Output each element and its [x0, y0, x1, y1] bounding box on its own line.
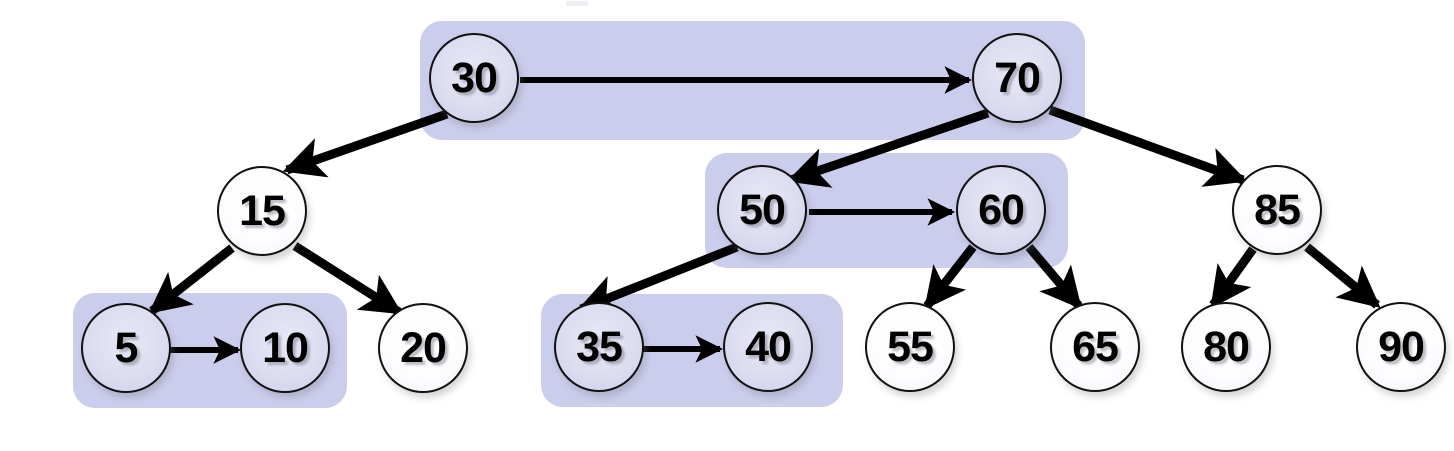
tree-node-label: 80	[1203, 322, 1250, 371]
tree-node-label: 10	[262, 323, 309, 372]
tree-node-50[interactable]: 50	[717, 165, 807, 255]
faint-artifact-mark	[566, 1, 588, 6]
tree-node-label: 50	[739, 185, 786, 234]
tree-edge-70-to-85	[1048, 105, 1248, 187]
tree-node-label: 40	[745, 322, 792, 371]
tree-edge-85-to-90	[1304, 243, 1381, 309]
tree-node-20[interactable]: 20	[378, 303, 468, 393]
tree-node-label: 5	[114, 323, 139, 372]
tree-node-40[interactable]: 40	[723, 302, 813, 392]
tree-node-70[interactable]: 70	[972, 33, 1062, 123]
tree-node-35[interactable]: 35	[554, 302, 644, 392]
tree-node-label: 55	[887, 322, 934, 371]
tree-node-label: 30	[451, 53, 498, 102]
tree-node-90[interactable]: 90	[1356, 302, 1446, 392]
tree-node-label: 90	[1378, 322, 1425, 371]
tree-edge-70-to-50	[786, 108, 990, 188]
tree-node-60[interactable]: 60	[956, 165, 1046, 255]
tree-node-85[interactable]: 85	[1232, 165, 1322, 255]
tree-edge-50-to-35	[576, 242, 739, 315]
tree-node-label: 70	[994, 53, 1041, 102]
tree-edge-15-to-5	[148, 244, 235, 315]
tree-node-label: 60	[978, 185, 1025, 234]
tree-node-10[interactable]: 10	[240, 303, 330, 393]
tree-node-label: 15	[239, 186, 286, 235]
tree-node-label: 20	[400, 323, 447, 372]
tree-edge-15-to-20	[292, 242, 403, 316]
tree-node-65[interactable]: 65	[1050, 302, 1140, 392]
tree-edge-30-to-15	[282, 109, 449, 178]
tree-node-80[interactable]: 80	[1181, 302, 1271, 392]
tree-node-5[interactable]: 5	[81, 303, 171, 393]
tree-edge-60-to-55	[923, 244, 977, 310]
tree-node-label: 85	[1254, 185, 1301, 234]
tree-node-label: 35	[576, 322, 623, 371]
tree-node-55[interactable]: 55	[865, 302, 955, 392]
tree-node-label: 65	[1072, 322, 1119, 371]
tree-edge-60-to-65	[1025, 244, 1083, 310]
tree-edge-85-to-80	[1209, 246, 1257, 309]
tree-node-15[interactable]: 15	[217, 166, 307, 256]
tree-node-30[interactable]: 30	[429, 33, 519, 123]
